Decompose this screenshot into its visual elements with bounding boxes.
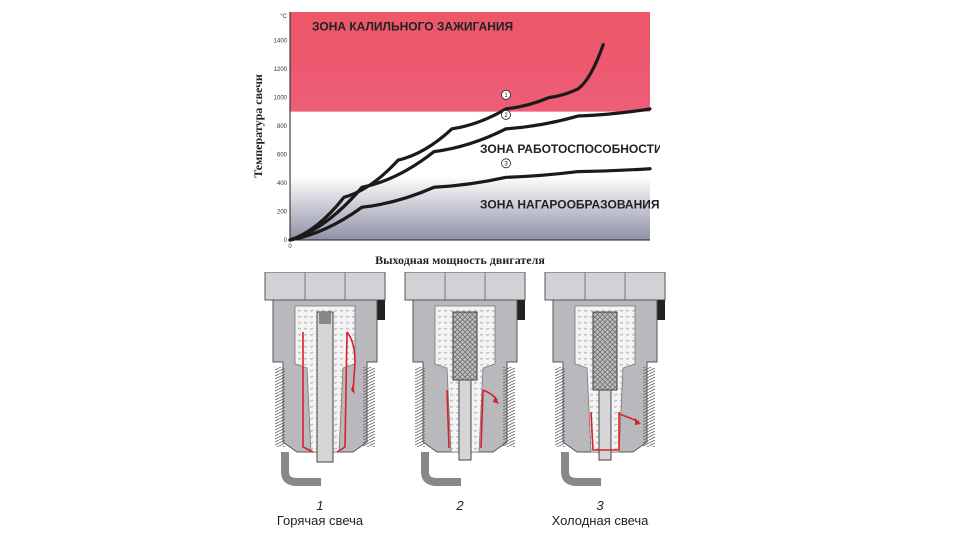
zone-band-3 <box>290 175 650 240</box>
spark-plugs: 1 Горячая свеча 2 3 Холодная свеча <box>250 272 680 552</box>
y-axis-title: Температура свечи <box>251 74 265 178</box>
y-tick-400: 400 <box>277 181 288 187</box>
x-axis-title: Выходная мощность двигателя <box>375 253 545 266</box>
curve-marker-3: 3 <box>504 162 508 168</box>
y-tick-1400: 1400 <box>274 39 288 45</box>
curve-marker-circle-3 <box>501 158 511 169</box>
y-tick-1200: 1200 <box>274 67 288 73</box>
plug-hot <box>265 272 385 482</box>
y-tick-600: 600 <box>277 153 288 159</box>
x-tick-0: 0 <box>288 244 292 250</box>
spark-plug-drawings <box>250 272 680 504</box>
y-tick-800: 800 <box>277 124 288 130</box>
temperature-chart: 0 200 400 600 800 1000 1200 1400 °C 0 Температура … <box>250 8 660 266</box>
plug-1-caption: 1 Горячая свеча <box>250 498 390 528</box>
curve-marker-1: 1 <box>504 93 508 99</box>
curve-marker-circle-1 <box>501 90 511 100</box>
y-tick-0: 0 <box>284 238 288 244</box>
curve-marker-2: 2 <box>504 113 508 119</box>
plug-1-number: 1 <box>316 498 324 513</box>
curve-1 <box>288 43 605 242</box>
zone-label-1: ЗОНА КАЛИЛЬНОГО ЗАЖИГАНИЯ <box>312 20 513 34</box>
y-tick-200: 200 <box>277 210 288 216</box>
curve-3 <box>288 167 652 242</box>
plug-3-label: Холодная свеча <box>551 513 649 528</box>
plug-1-label: Горячая свеча <box>276 513 364 528</box>
zone-label-3: ЗОНА НАГАРООБРАЗОВАНИЯ <box>480 198 660 212</box>
zone-label-2: ЗОНА РАБОТОСПОСОБНОСТИ <box>480 142 660 156</box>
plug-3-number: 3 <box>596 498 604 513</box>
plug-3-caption: 3 Холодная свеча <box>530 498 670 528</box>
curve-2 <box>288 107 652 242</box>
plug-2-caption: 2 <box>390 498 530 513</box>
chart-svg: 0 200 400 600 800 1000 1200 1400 °C 0 Температура … <box>251 12 660 266</box>
plug-2-number: 2 <box>456 498 464 513</box>
y-unit-label: °C <box>280 14 287 20</box>
plug-cold <box>545 272 665 482</box>
y-tick-1000: 1000 <box>274 96 288 102</box>
zone-band-1 <box>290 12 650 112</box>
plug-medium <box>405 272 525 482</box>
curve-marker-circle-2 <box>501 109 511 120</box>
